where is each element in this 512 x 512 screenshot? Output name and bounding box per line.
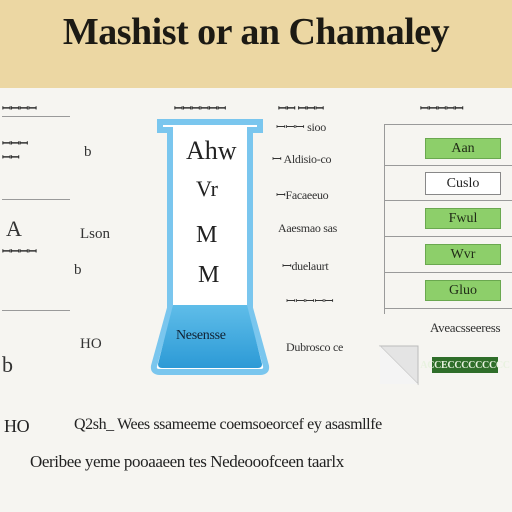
right-vertical-rule xyxy=(384,124,385,314)
right-cell: Gluo xyxy=(425,280,501,301)
left-value: b xyxy=(2,352,13,377)
flask-line: M xyxy=(198,262,220,288)
left-header: ꟷꟷꟷꟷ xyxy=(2,103,37,115)
right-divider xyxy=(384,236,512,237)
flask-liquid-label: Nesensse xyxy=(176,328,226,343)
left-value: HO xyxy=(80,336,102,352)
left-divider xyxy=(2,116,70,117)
title-band xyxy=(0,0,512,88)
right-footer-bar: ACCECCCCCCCCC xyxy=(420,357,510,373)
mid-label: ꟷꟷꟷꟷꟷ xyxy=(286,294,334,308)
left-value: Lson xyxy=(80,226,110,242)
flask-line: M xyxy=(196,222,218,248)
left-divider xyxy=(2,310,70,311)
mid-header: ꟷꟷ ꟷꟷꟷ xyxy=(278,103,324,115)
right-divider xyxy=(384,200,512,201)
left-value: b xyxy=(74,262,82,278)
bottom-label: HO xyxy=(4,416,30,436)
mid-label: Aaesmao sas xyxy=(278,221,338,235)
mid-label: Dubrosco ce xyxy=(286,340,344,354)
right-footer-label: Aveacsseeress xyxy=(430,320,501,335)
bottom-text: Q2sh_ Wees ssameeme coemsoeorcef ey asas… xyxy=(74,416,382,433)
right-cell: Aan xyxy=(425,138,501,159)
right-cell: Wvr xyxy=(425,244,501,265)
mid-label: ꟷFacaeeuo xyxy=(276,188,329,202)
right-divider xyxy=(384,165,512,166)
left-value: b xyxy=(84,144,92,160)
bottom-text: Oeribee yeme pooaaeen tes Nedeooofceen t… xyxy=(30,452,344,471)
right-divider xyxy=(384,124,512,125)
left-value: A xyxy=(6,216,22,241)
left-label: ꟷꟷꟷ xyxy=(2,138,28,150)
flask-graphic xyxy=(150,119,270,375)
flask-header: ꟷꟷꟷꟷꟷꟷ xyxy=(174,103,226,115)
right-cell: Cuslo xyxy=(425,172,501,195)
page-title: Mashist or an Chamaley xyxy=(62,11,450,53)
right-cell: Fwul xyxy=(425,208,501,229)
mid-label: ꟷduelaurt xyxy=(282,259,329,273)
left-label: ꟷꟷ xyxy=(2,152,20,164)
left-label: ꟷꟷꟷꟷ xyxy=(2,246,37,258)
mid-label: ꟷꟷꟷ sioo xyxy=(276,120,326,134)
right-header: ꟷꟷꟷꟷꟷ xyxy=(420,103,464,115)
right-divider xyxy=(384,272,512,273)
page-curl-graphic xyxy=(378,345,419,386)
right-divider xyxy=(384,308,512,309)
flask-line: Vr xyxy=(196,176,218,201)
mid-label: ꟷ Aldisio-co xyxy=(272,152,332,166)
flask-line: Ahw xyxy=(186,136,237,165)
left-divider xyxy=(2,199,70,200)
